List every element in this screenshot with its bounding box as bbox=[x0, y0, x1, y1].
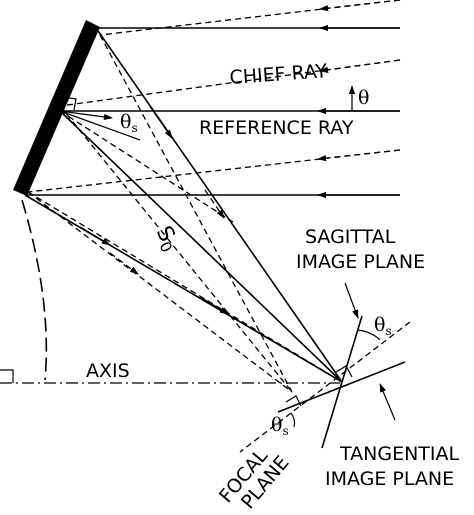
tangential-label-line2: IMAGE PLANE bbox=[325, 468, 454, 490]
theta-s-focal-sub: s bbox=[282, 424, 288, 438]
focus-right-angle bbox=[335, 365, 353, 378]
sagittal-leader-arrow bbox=[344, 282, 359, 319]
chief-ray-right-angle bbox=[63, 96, 77, 111]
theta-s-sagittal-theta: θ bbox=[374, 314, 385, 336]
chief-ray-arrow bbox=[319, 59, 401, 74]
mirror bbox=[13, 20, 100, 196]
reflected-dashed-extra bbox=[27, 191, 343, 383]
reflected-ray-reference bbox=[59, 110, 343, 383]
focal-plane bbox=[239, 321, 411, 453]
theta-s-sagittal-sub: s bbox=[385, 324, 391, 338]
reflected-dashed-bottom bbox=[27, 191, 293, 393]
mirror-curve-extension bbox=[21, 199, 48, 381]
reflected-dashed-bottom-arrowhead bbox=[109, 252, 139, 275]
reflected-ray-bottom bbox=[24, 194, 343, 383]
reflected-dashed-chief-arrowhead bbox=[204, 189, 225, 219]
axis-right-angle-mark bbox=[0, 369, 14, 383]
s0-arrow bbox=[59, 110, 234, 223]
reflected-ray-lower-arrowhead bbox=[199, 296, 229, 315]
sagittal-image-plane bbox=[321, 315, 363, 449]
axis-label: AXIS bbox=[86, 360, 130, 382]
focal-right-angle bbox=[285, 395, 302, 407]
theta-s-mirror-theta: θ bbox=[120, 111, 131, 133]
reflected-dashed-chief bbox=[59, 105, 293, 393]
tilted-ray-bottom-arrow bbox=[317, 149, 401, 162]
reflected-ray-top bbox=[95, 27, 343, 383]
theta-s-sagittal-label: θs bbox=[374, 314, 392, 338]
tilted-ray-top-arrow bbox=[319, 0, 401, 12]
tangential-leader-arrow bbox=[379, 383, 396, 421]
theta-s-mirror-arrow bbox=[59, 110, 113, 121]
tangential-label-line1: TANGENTIAL bbox=[339, 443, 459, 465]
reflected-ray-top-arrowhead bbox=[149, 105, 173, 139]
theta-s-mirror-line bbox=[59, 110, 141, 141]
theta-s-focal-arc bbox=[290, 412, 296, 428]
theta-s-focal-theta: θ bbox=[271, 414, 282, 436]
theta-s-sagittal-arc bbox=[357, 329, 381, 341]
chief-ray-label: CHIEF RAY bbox=[229, 60, 328, 89]
theta-s-mirror-sub: s bbox=[131, 121, 137, 135]
theta-s-mirror-label: θs bbox=[120, 111, 138, 135]
reflected-ray-bottom-arrowhead bbox=[79, 226, 111, 246]
tilted-ray-bottom bbox=[27, 149, 401, 193]
theta-s-focal-label: θs bbox=[271, 414, 289, 438]
reference-ray-label: REFERENCE RAY bbox=[199, 117, 354, 139]
sagittal-label-line1: SAGITTAL bbox=[305, 226, 396, 248]
chief-ray bbox=[59, 59, 401, 107]
sagittal-label-line2: IMAGE PLANE bbox=[296, 251, 425, 273]
theta-label: θ bbox=[358, 87, 369, 109]
tangential-image-plane bbox=[277, 361, 406, 413]
s0-label: S0 bbox=[149, 222, 184, 255]
reflected-dashed-top bbox=[99, 34, 293, 393]
